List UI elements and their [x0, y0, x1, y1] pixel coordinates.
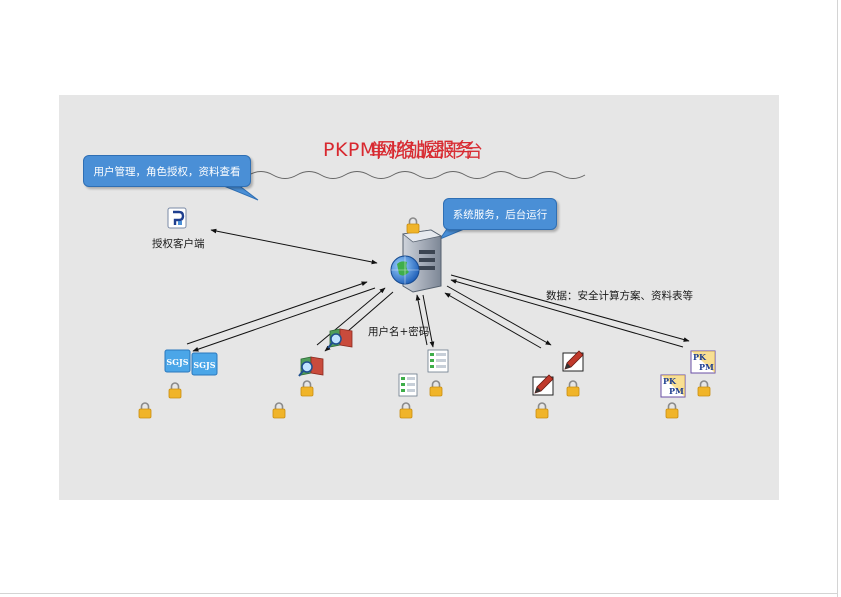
auth-client-icon — [167, 207, 187, 229]
lock-icon-form-front — [399, 402, 413, 419]
edge-book-up — [316, 287, 386, 346]
auth-client-label: 授权客户端 — [152, 238, 205, 250]
svg-text:PM: PM — [669, 386, 684, 396]
form-icon-back — [427, 349, 449, 373]
lock-icon-server — [406, 217, 420, 234]
lock-icon-sgjs-front — [138, 402, 152, 419]
edge-pkpm-up — [450, 279, 684, 348]
svg-text:PK: PK — [693, 352, 707, 362]
pkpm-icon-back: PK PM — [690, 350, 716, 374]
slide-title-layer-a: PKPM网络版服务 — [323, 139, 475, 161]
svg-text:PM: PM — [699, 362, 714, 372]
title-wave-line — [248, 171, 586, 179]
server-icon — [390, 229, 443, 293]
edge-form-up — [415, 294, 428, 346]
lock-icon-book-back — [300, 380, 314, 397]
svg-text:PK: PK — [663, 376, 677, 386]
svg-text:SGJS: SGJS — [193, 360, 215, 370]
edge-sgjs-up — [186, 281, 368, 345]
edge-form-down — [422, 294, 435, 348]
edge-auth-client-server — [210, 228, 378, 265]
lock-icon-sgjs-back — [168, 382, 182, 399]
sgjs-icon-back: SGJS — [191, 352, 218, 376]
pen-edit-icon-back — [562, 350, 584, 372]
page-edge-right — [837, 0, 838, 597]
book-search-icon-front — [298, 356, 324, 377]
pen-edit-icon-front — [532, 374, 554, 396]
lock-icon-pen-back — [566, 380, 580, 397]
lock-icon-form-back — [429, 380, 443, 397]
callout-admin-functions: 用户管理，角色授权，资料查看 — [83, 155, 251, 187]
slide-canvas: SGJS SGJS — [59, 95, 779, 500]
callout-server-service: 系统服务，后台运行 — [443, 198, 557, 230]
lock-icon-book-front — [272, 402, 286, 419]
book-search-icon-back — [327, 328, 353, 349]
lock-icon-pkpm-front — [665, 402, 679, 419]
edge-label-data: 数据：安全计算方案、资料表等 — [546, 290, 693, 302]
edge-pkpm-down — [450, 274, 690, 342]
page-edge-bottom — [0, 593, 838, 594]
lock-icon-pkpm-back — [697, 380, 711, 397]
edge-pen-up — [444, 292, 542, 349]
edge-label-credentials: 用户名+密码 — [368, 326, 430, 338]
sgjs-icon-front: SGJS — [164, 349, 191, 373]
diagram-graphics: SGJS SGJS — [138, 171, 716, 419]
edge-sgjs-down — [192, 287, 376, 352]
pkpm-icon-front: PK PM — [660, 374, 686, 398]
form-icon-front — [398, 373, 418, 397]
edge-pen-down — [446, 285, 552, 346]
slide-title-layer-b: 单机加密平台 — [369, 140, 484, 162]
svg-text:SGJS: SGJS — [166, 357, 188, 367]
lock-icon-pen-front — [535, 402, 549, 419]
